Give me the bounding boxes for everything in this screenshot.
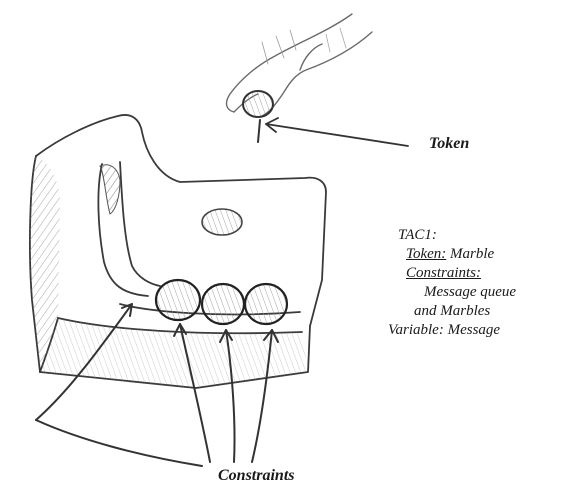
- tac-constraints-key: Constraints:: [384, 264, 516, 283]
- tac-variable: Variable: Message: [384, 321, 516, 340]
- queued-marbles: [156, 280, 287, 324]
- token-arrow: [258, 118, 408, 146]
- tac-constraints-line1: Message queue: [384, 283, 516, 302]
- marble-3: [245, 284, 287, 324]
- box-side-hatching: [30, 156, 308, 388]
- tac-token-line: Token: Marble: [384, 245, 516, 264]
- tac-title: TAC1:: [384, 226, 516, 245]
- tac-constraints-line2: and Marbles: [384, 302, 516, 321]
- tac-description: TAC1: Token: Marble Constraints: Message…: [384, 226, 516, 340]
- token-label: Token: [429, 134, 469, 153]
- constraints-label: Constraints: [218, 466, 294, 485]
- marble-1: [156, 280, 200, 320]
- tac-token-value: Marble: [446, 246, 494, 262]
- box-hole: [202, 209, 242, 235]
- marble-in-hand: [243, 91, 273, 117]
- tac-token-key: Token:: [406, 246, 446, 262]
- marble-2: [202, 284, 244, 324]
